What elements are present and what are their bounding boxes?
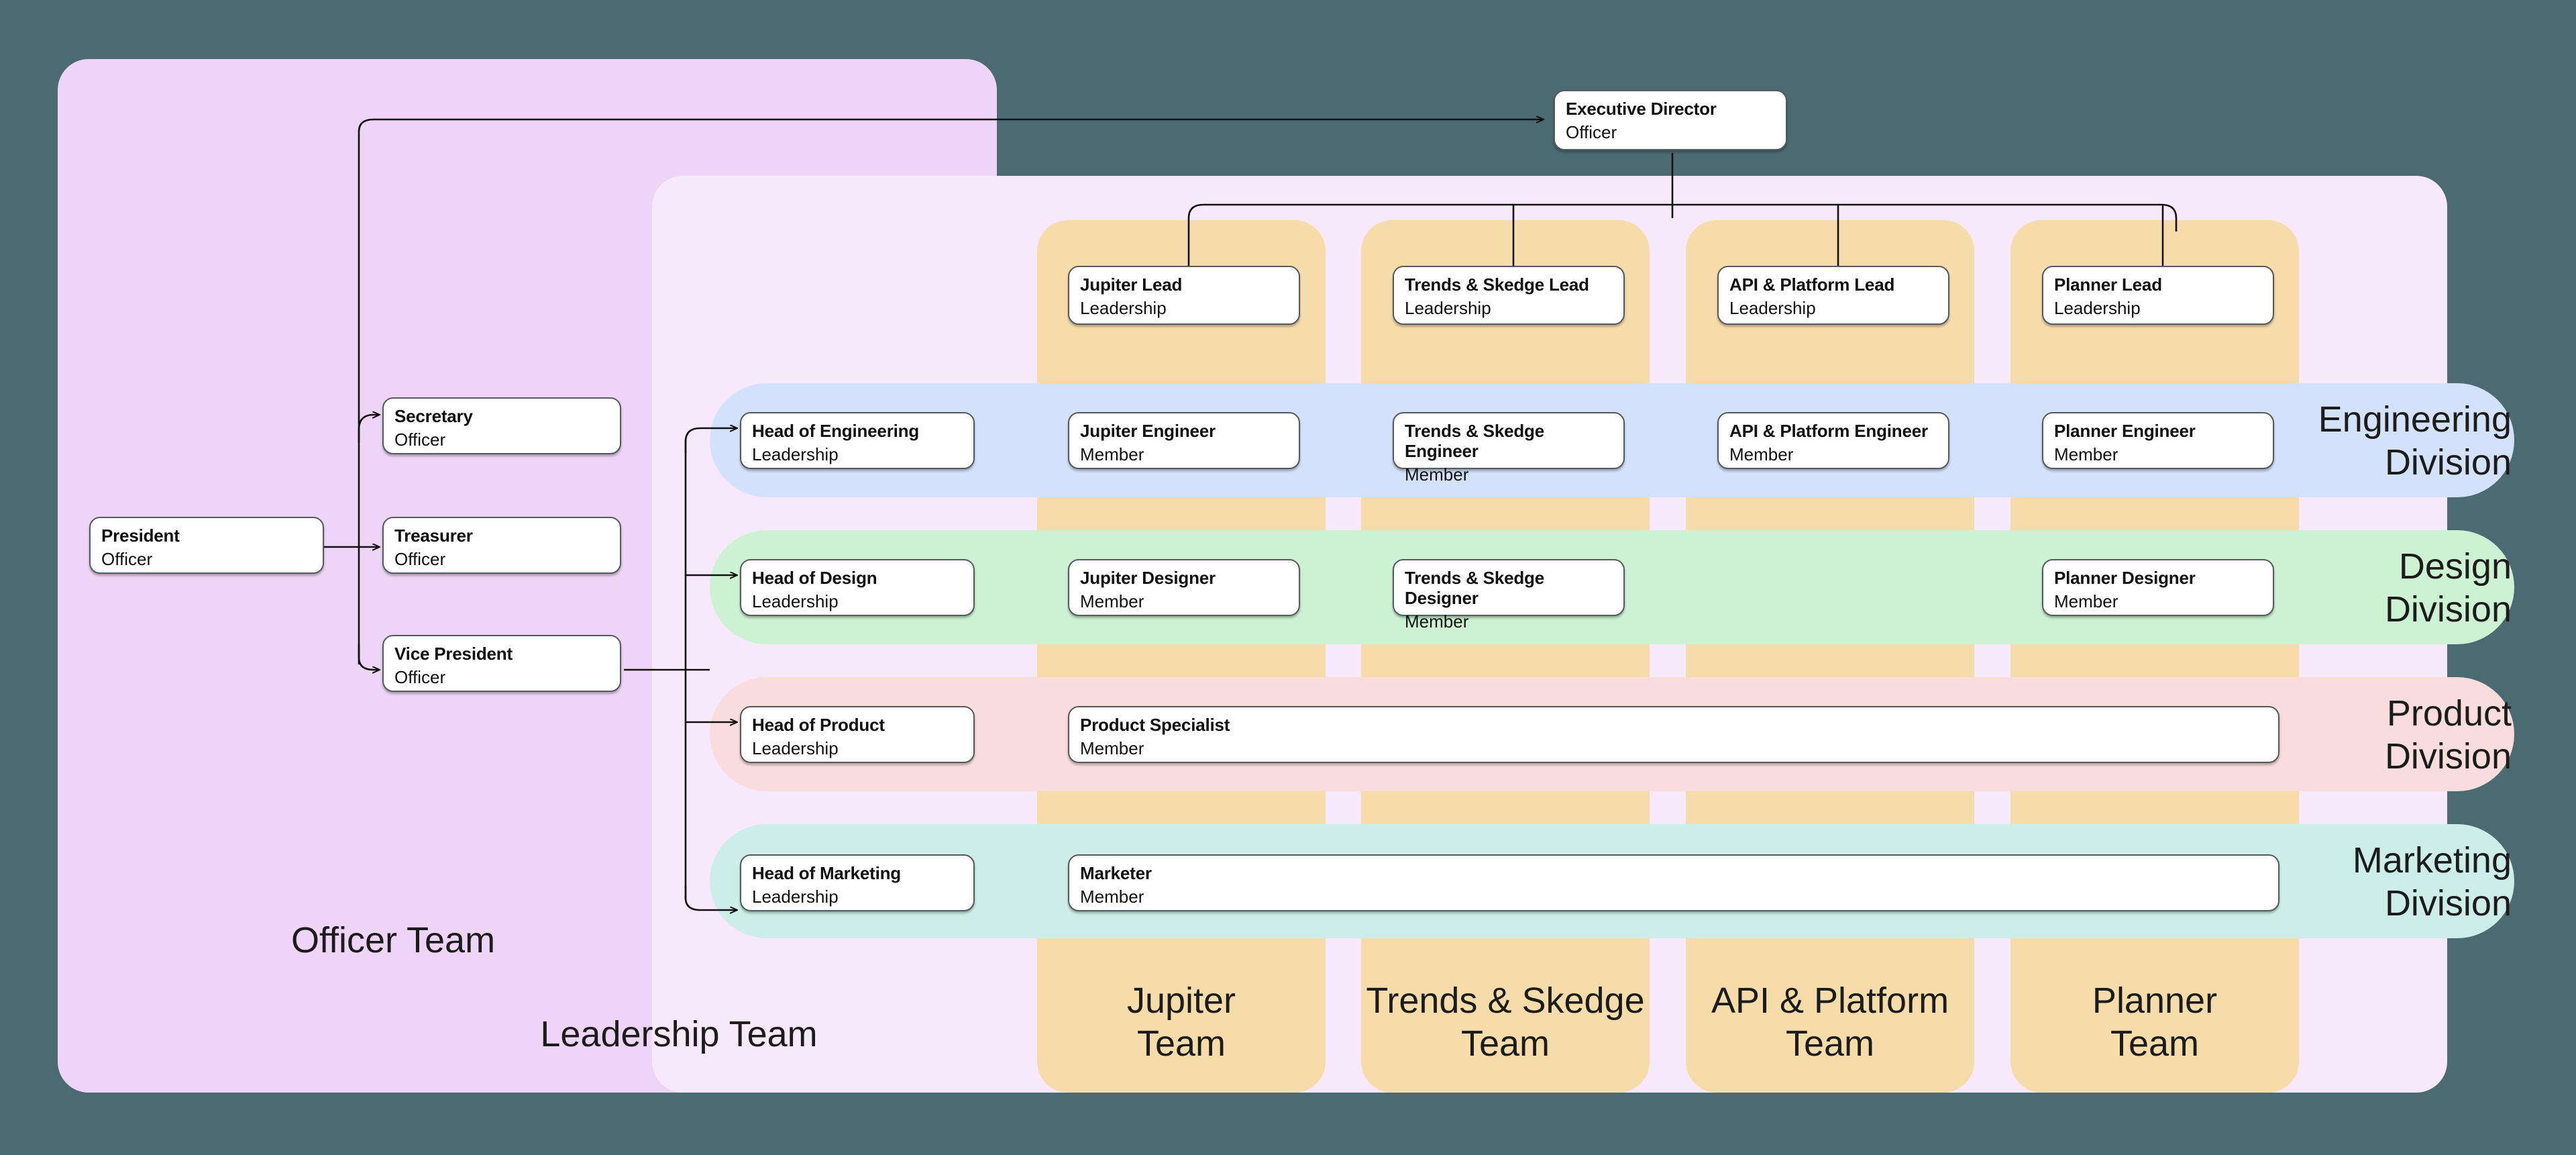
node-role: Member bbox=[1080, 591, 1144, 611]
node-executive-director[interactable]: Executive Director Officer bbox=[1554, 90, 1787, 150]
node-api-platform-lead[interactable]: API & Platform Lead Leadership bbox=[1717, 266, 1949, 325]
node-role: Member bbox=[1080, 738, 1144, 758]
node-title: Planner Designer bbox=[2054, 568, 2196, 588]
node-title: API & Platform Lead bbox=[1729, 274, 1895, 295]
node-title: Executive Director bbox=[1566, 99, 1717, 119]
node-role: Member bbox=[1080, 886, 1144, 907]
label-team-api-platform: API & Platform Team bbox=[1711, 981, 1949, 1064]
node-title: Trends & Skedge Lead bbox=[1405, 274, 1589, 295]
node-title: Head of Marketing bbox=[752, 863, 901, 883]
team-column-planner bbox=[2010, 220, 2299, 1093]
node-head-of-marketing[interactable]: Head of Marketing Leadership bbox=[740, 854, 975, 911]
label-division-marketing: Marketing Division bbox=[2352, 840, 2512, 923]
node-title: President bbox=[101, 525, 180, 546]
node-planner-engineer[interactable]: Planner Engineer Member bbox=[2042, 412, 2274, 469]
node-title: Planner Lead bbox=[2054, 274, 2162, 295]
node-title: Jupiter Designer bbox=[1080, 568, 1216, 588]
node-title: Head of Design bbox=[752, 568, 877, 588]
node-role: Officer bbox=[394, 548, 446, 569]
node-api-platform-engineer[interactable]: API & Platform Engineer Member bbox=[1717, 412, 1949, 469]
node-role: Member bbox=[1729, 444, 1794, 464]
node-jupiter-engineer[interactable]: Jupiter Engineer Member bbox=[1068, 412, 1300, 469]
node-vice-president[interactable]: Vice President Officer bbox=[382, 635, 621, 692]
node-title: Treasurer bbox=[394, 525, 473, 546]
node-role: Officer bbox=[101, 548, 153, 569]
node-role: Leadership bbox=[2054, 297, 2141, 318]
node-role: Officer bbox=[394, 429, 446, 450]
node-role: Leadership bbox=[752, 591, 839, 611]
node-title: API & Platform Engineer bbox=[1729, 421, 1928, 441]
node-title: Jupiter Engineer bbox=[1080, 421, 1216, 441]
node-role: Member bbox=[2054, 591, 2118, 611]
node-role: Member bbox=[2054, 444, 2118, 464]
node-role: Leadership bbox=[1080, 297, 1167, 318]
node-role: Officer bbox=[1566, 121, 1617, 142]
label-team-trends-skedge: Trends & Skedge Team bbox=[1366, 981, 1645, 1064]
node-planner-lead[interactable]: Planner Lead Leadership bbox=[2042, 266, 2274, 325]
team-column-api-platform bbox=[1686, 220, 1974, 1093]
node-marketer[interactable]: Marketer Member bbox=[1068, 854, 2279, 911]
node-role: Leadership bbox=[752, 738, 839, 758]
node-title: Product Specialist bbox=[1080, 715, 1230, 735]
node-jupiter-lead[interactable]: Jupiter Lead Leadership bbox=[1068, 266, 1300, 325]
node-jupiter-designer[interactable]: Jupiter Designer Member bbox=[1068, 559, 1300, 616]
label-division-design: Design Division bbox=[2384, 546, 2512, 630]
node-product-specialist[interactable]: Product Specialist Member bbox=[1068, 706, 2279, 763]
team-column-trends-skedge bbox=[1361, 220, 1650, 1093]
node-title: Secretary bbox=[394, 406, 473, 426]
node-head-of-product[interactable]: Head of Product Leadership bbox=[740, 706, 975, 763]
team-column-jupiter bbox=[1037, 220, 1326, 1093]
node-title: Trends & Skedge Designer bbox=[1405, 568, 1544, 608]
label-team-planner: Planner Team bbox=[2092, 981, 2218, 1064]
label-leadership-team: Leadership Team bbox=[540, 1014, 818, 1054]
node-title: Vice President bbox=[394, 644, 513, 664]
node-role: Leadership bbox=[752, 444, 839, 464]
node-role: Leadership bbox=[1729, 297, 1816, 318]
node-role: Officer bbox=[394, 666, 446, 687]
node-role: Member bbox=[1405, 611, 1469, 632]
node-title: Trends & Skedge Engineer bbox=[1405, 421, 1544, 461]
node-role: Member bbox=[1080, 444, 1144, 464]
label-division-product: Product Division bbox=[2384, 693, 2512, 776]
node-trends-skedge-lead[interactable]: Trends & Skedge Lead Leadership bbox=[1393, 266, 1625, 325]
node-trends-skedge-engineer[interactable]: Trends & Skedge Engineer Member bbox=[1393, 412, 1625, 485]
node-title: Head of Product bbox=[752, 715, 885, 735]
node-title: Head of Engineering bbox=[752, 421, 920, 441]
node-role: Member bbox=[1405, 464, 1469, 485]
label-division-engineering: Engineering Division bbox=[2318, 399, 2512, 483]
node-president[interactable]: President Officer bbox=[89, 517, 324, 574]
node-secretary[interactable]: Secretary Officer bbox=[382, 397, 621, 454]
node-title: Marketer bbox=[1080, 863, 1152, 883]
label-team-jupiter: Jupiter Team bbox=[1126, 981, 1236, 1064]
node-title: Planner Engineer bbox=[2054, 421, 2196, 441]
node-treasurer[interactable]: Treasurer Officer bbox=[382, 517, 621, 574]
node-planner-designer[interactable]: Planner Designer Member bbox=[2042, 559, 2274, 616]
node-title: Jupiter Lead bbox=[1080, 274, 1183, 295]
node-head-of-design[interactable]: Head of Design Leadership bbox=[740, 559, 975, 616]
label-officer-team: Officer Team bbox=[290, 920, 496, 960]
node-head-of-engineering[interactable]: Head of Engineering Leadership bbox=[740, 412, 975, 469]
node-trends-skedge-designer[interactable]: Trends & Skedge Designer Member bbox=[1393, 559, 1625, 632]
node-role: Leadership bbox=[752, 886, 839, 907]
node-role: Leadership bbox=[1405, 297, 1491, 318]
